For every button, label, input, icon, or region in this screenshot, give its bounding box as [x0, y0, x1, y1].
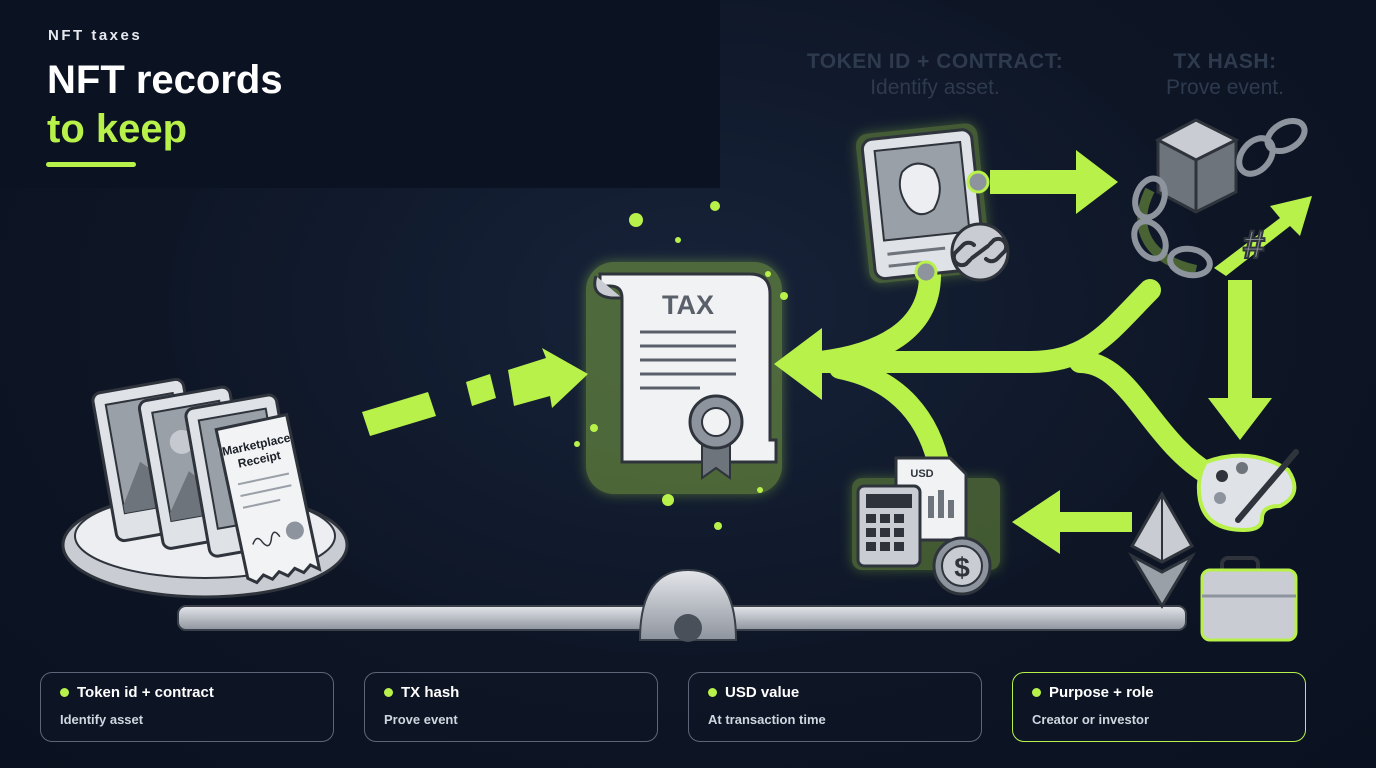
record-card-label: Token id + contract [77, 684, 214, 701]
title-underline [46, 162, 136, 167]
ghost-label-txhash-sub: Prove event. [1166, 76, 1284, 99]
bullet-dot [1032, 688, 1041, 697]
arrow-to-calculator [1012, 490, 1132, 554]
bullet-dot [708, 688, 717, 697]
hash-icon: # [1243, 223, 1265, 267]
marketplace-receipt: Marketplace Receipt [214, 412, 322, 585]
record-card-sub: At transaction time [708, 712, 826, 727]
record-card-sub: Identify asset [60, 712, 144, 727]
arrow-to-tax [774, 328, 822, 400]
header-panel [0, 0, 720, 188]
scale-beam [177, 568, 1187, 642]
palette-icon [1196, 449, 1299, 533]
nft-token-frame [856, 123, 1010, 284]
record-card-token: Token id + contract Identify asset [40, 672, 334, 742]
coin-icon: $ [954, 552, 970, 583]
ghost-label-token-sub: Identify asset. [870, 76, 1000, 99]
record-card-usd: USD value At transaction time [688, 672, 982, 742]
record-card-sub: Prove event [384, 712, 458, 727]
hash-arrow: # [1214, 196, 1312, 276]
dashed-arrow-left [362, 348, 588, 436]
ethereum-icon [1127, 490, 1197, 609]
link-icon [951, 236, 1009, 268]
record-card-label: Purpose + role [1049, 684, 1154, 701]
record-card-txhash: TX hash Prove event [364, 672, 658, 742]
chain-icon [1137, 187, 1198, 275]
flow-branches [809, 264, 1221, 486]
ghost-label-txhash-title: TX HASH: [1173, 50, 1277, 73]
tax-document-title: TAX [662, 290, 714, 320]
blockchain-cube [1131, 117, 1308, 279]
bullet-dot [60, 688, 69, 697]
record-card-sub: Creator or investor [1032, 712, 1150, 727]
record-card-purpose: Purpose + role Creator or investor [1012, 672, 1306, 742]
sheet-label: USD [910, 468, 933, 480]
ghost-label-token: TOKEN ID + CONTRACT: Identify asset. [790, 50, 1080, 100]
eyebrow-label: NFT taxes [48, 27, 143, 44]
page-title-line1: NFT records [47, 58, 283, 102]
ghost-label-txhash: TX HASH: Prove event. [1110, 50, 1340, 100]
tax-document: TAX [586, 262, 782, 494]
bullet-dot [384, 688, 393, 697]
record-card-label: TX hash [401, 684, 460, 701]
arrow-frame-to-cube [990, 150, 1118, 214]
briefcase-icon [1200, 556, 1298, 642]
record-card-label: USD value [725, 684, 800, 701]
page-title-line2: to keep [47, 107, 188, 151]
ghost-label-token-title: TOKEN ID + CONTRACT: [806, 50, 1064, 73]
arrow-down-to-palette [1208, 280, 1272, 440]
calculator-group: USD $ [852, 456, 1000, 596]
